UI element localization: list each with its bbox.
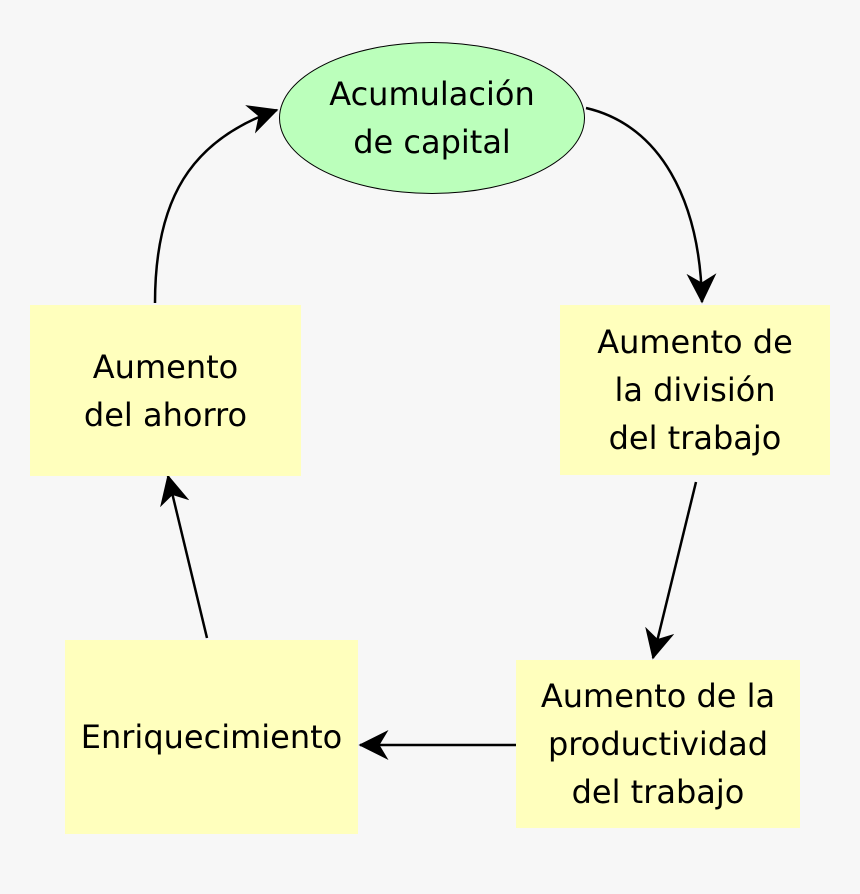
arrow-division-to-productividad: [645, 481, 698, 660]
arrow-ahorro-to-capital: [153, 105, 279, 304]
node-division-line1: Aumento de: [597, 323, 793, 361]
node-ahorro-line2: del ahorro: [83, 395, 248, 434]
node-acumulacion-de-capital: Acumulación de capital: [279, 42, 585, 194]
node-productividad-line1: Aumento de la: [540, 677, 776, 715]
node-aumento-productividad-trabajo: Aumento de la productividad del trabajo: [516, 660, 800, 828]
node-ahorro-line1: Aumento: [92, 347, 239, 386]
node-aumento-del-ahorro: Aumento del ahorro: [30, 305, 301, 476]
node-enriquecimiento: Enriquecimiento: [65, 640, 358, 834]
node-enriquecimiento-line1: Enriquecimiento: [80, 718, 343, 756]
node-aumento-division-trabajo: Aumento de la división del trabajo: [560, 305, 830, 475]
node-division-line2: la división: [614, 371, 776, 409]
node-division-line3: del trabajo: [608, 419, 782, 457]
node-productividad-line2: productividad: [547, 725, 769, 763]
arrow-capital-to-division: [585, 106, 717, 304]
node-capital-line1: Acumulación: [329, 75, 535, 113]
node-capital-line2: de capital: [353, 123, 511, 161]
arrow-enriquecimiento-to-ahorro: [160, 474, 209, 639]
node-productividad-line3: del trabajo: [571, 773, 745, 811]
